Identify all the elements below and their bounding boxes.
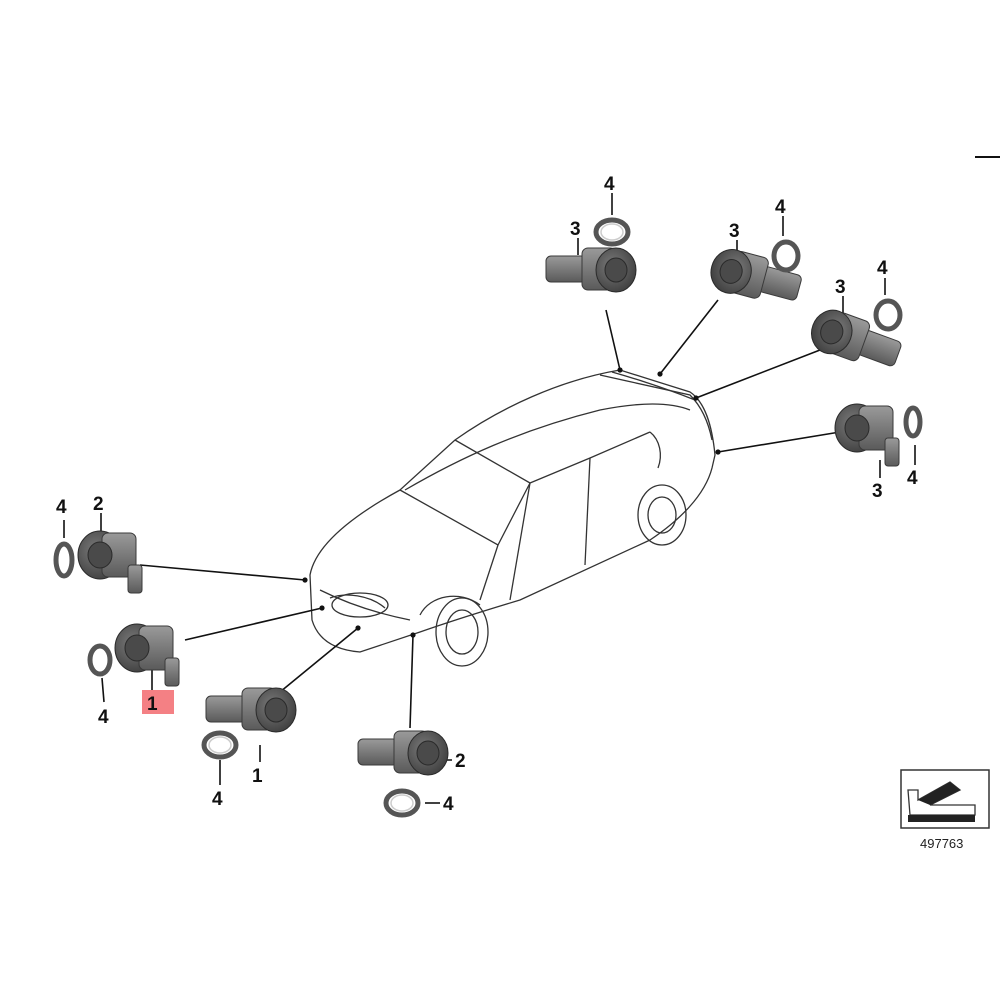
callout-3-rear-2: 3 [729,221,740,242]
callout-4-rear-1: 4 [604,174,615,195]
callout-4-front-left-outer: 4 [56,497,67,518]
car-outline [309,369,716,667]
sensor-front-left-outer [77,530,143,594]
callout-2-front-left-outer: 2 [93,494,104,515]
callout-4-rear-3: 4 [877,258,888,279]
callout-1-front-center-left[interactable]: 1 [252,766,263,787]
callout-4-front-left-inner: 4 [98,707,109,728]
sensor-front-center-left [205,687,297,733]
leader-lines [63,193,916,804]
callout-3-rear-3: 3 [835,277,846,298]
ring-front-left-outer [53,541,75,579]
callout-4-rear-4: 4 [907,468,918,489]
callouts: 4 2 1 4 1 4 2 4 4 3 3 4 3 4 3 4 [56,174,918,815]
ring-rear-3 [873,298,903,332]
callout-1-front-left-inner[interactable]: 1 [147,694,158,715]
sensor-front-left-inner [114,623,180,687]
direction-arrow-icon [907,781,976,822]
ring-front-center-left [204,733,236,757]
ring-front-center-right [386,791,418,815]
sensor-rear-2 [705,244,805,312]
callout-4-front-center-right: 4 [443,794,454,815]
callout-3-rear-1: 3 [570,219,581,240]
ring-rear-4 [903,405,923,439]
sensor-rear-3 [804,303,906,378]
callout-4-rear-2: 4 [775,197,786,218]
callout-2-front-center-right: 2 [455,751,466,772]
sensor-rear-1 [545,247,637,293]
sensor-front-center-right [357,730,449,776]
orientation-box: 497763 [900,769,990,851]
selected-part-highlight [142,690,174,714]
diagram-id: 497763 [920,836,963,851]
ring-rear-2 [771,239,801,273]
callout-3-rear-4: 3 [872,481,883,502]
callout-4-front-center-left: 4 [212,789,223,810]
ring-front-left-inner [87,643,113,677]
ring-rear-1 [596,220,628,244]
sensor-rear-4 [834,403,900,467]
